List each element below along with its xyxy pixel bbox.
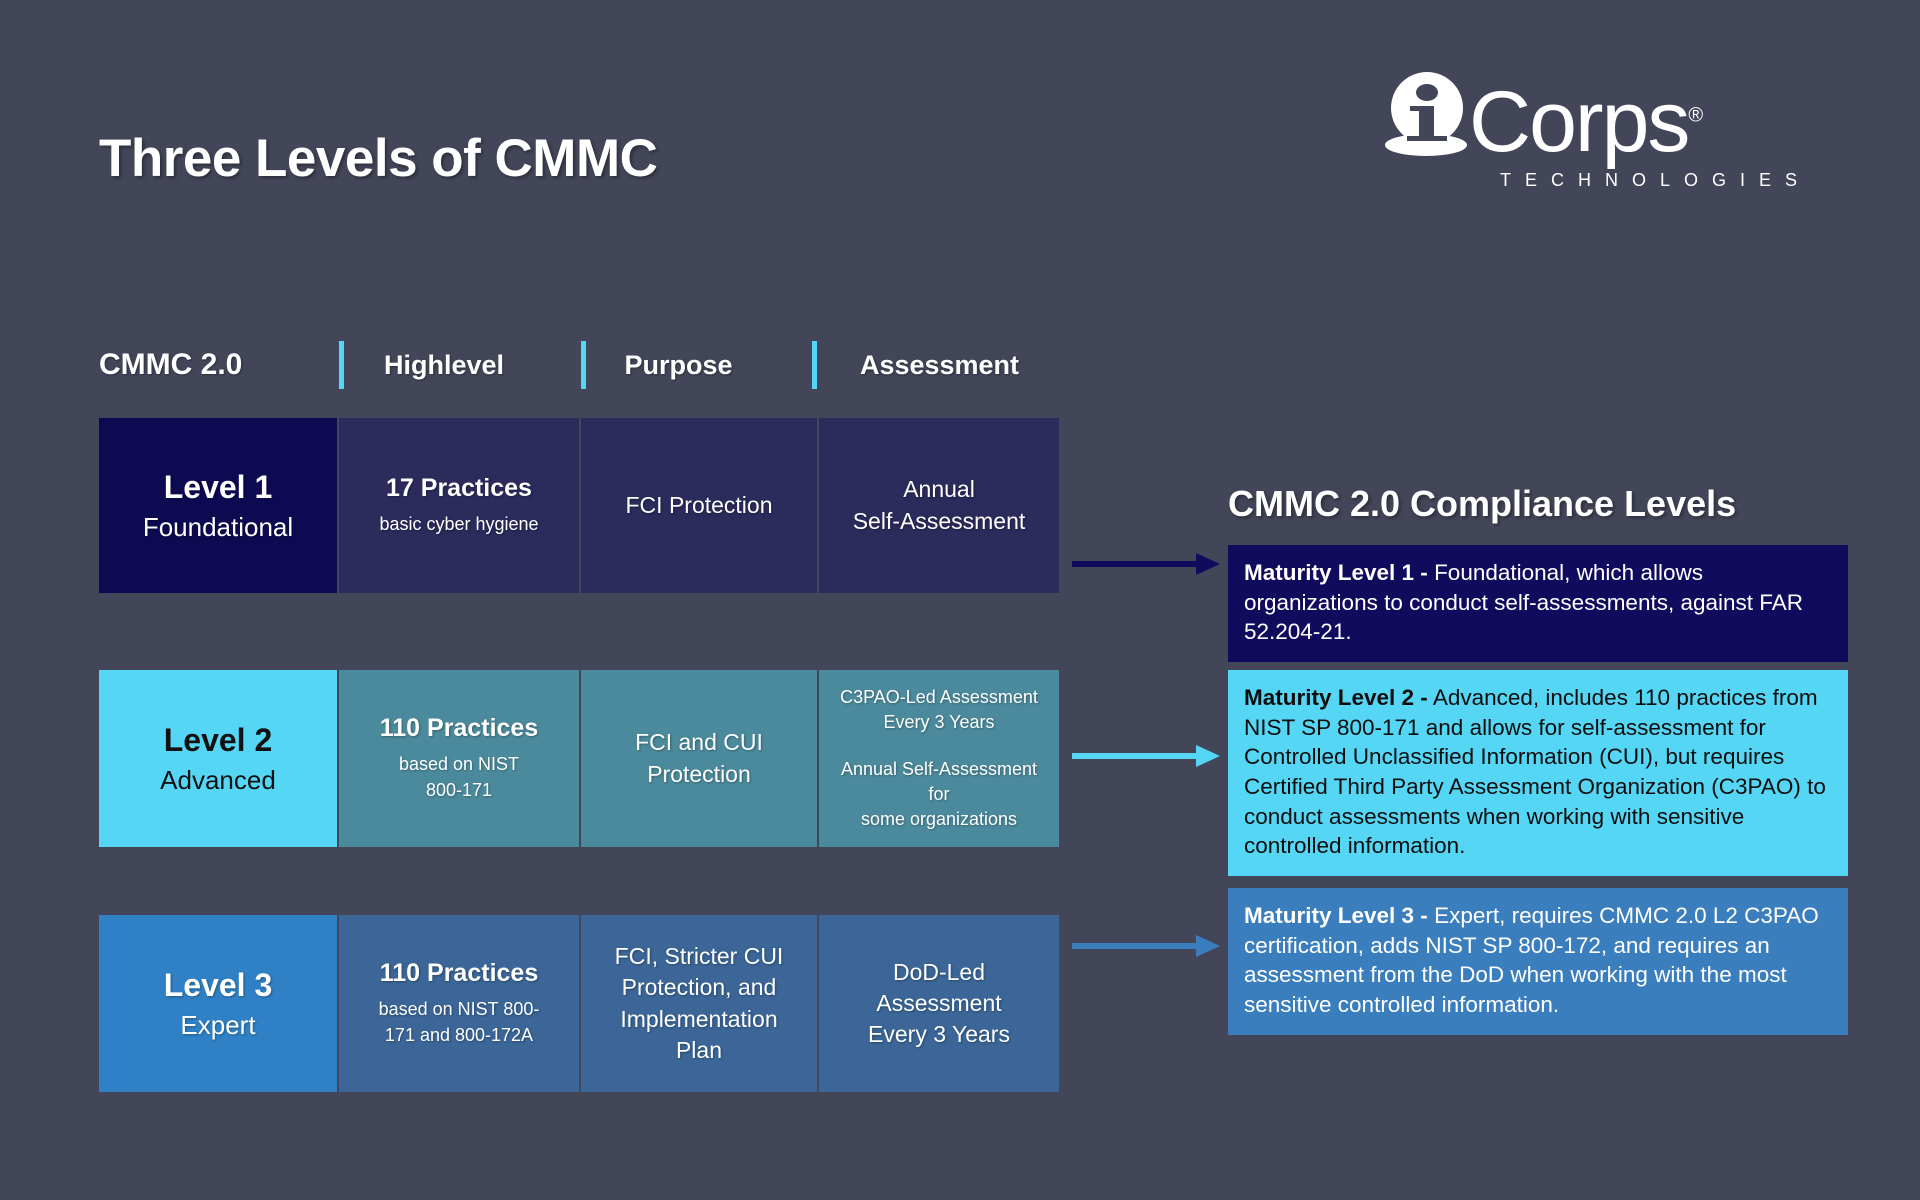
purpose-text-1: FCI Protection [625, 491, 773, 518]
maturity-level-1-heading: Maturity Level 1 - [1244, 560, 1428, 585]
level-cell-3: Level 3 Expert [99, 915, 339, 1092]
connector-arrow-1 [1072, 553, 1220, 575]
compliance-panel-title: CMMC 2.0 Compliance Levels [1228, 483, 1737, 524]
header-divider-3 [812, 341, 817, 389]
matrix-row-level-3: Level 3 Expert 110 Practices based on NI… [99, 915, 1059, 1092]
level-title-3: Level 3 [163, 966, 273, 1003]
practices-main-3: 110 Practices [379, 958, 539, 987]
maturity-level-3-body: Expert, requires CMMC 2.0 L2 C3PAO certi… [1244, 903, 1819, 1018]
practices-cell-1: 17 Practices basic cyber hygiene [339, 418, 581, 593]
level-cell-1: Level 1 Foundational [99, 418, 339, 593]
logo-tagline: TECHNOLOGIES [1499, 170, 1811, 190]
logo-wordmark: Corps® [1469, 79, 1704, 165]
level-title-1: Level 1 [163, 468, 273, 505]
level-subtitle-2: Advanced [160, 764, 276, 795]
logo-row: Corps® [1385, 62, 1815, 165]
connector-arrow-2 [1072, 745, 1220, 767]
logo-wordmark-text: Corps [1469, 73, 1690, 170]
maturity-level-3-heading: Maturity Level 3 - [1244, 903, 1428, 928]
column-header-purpose: Purpose [624, 349, 733, 380]
icorps-i-globe-icon [1385, 68, 1467, 162]
column-header-highlevel: Highlevel [383, 349, 505, 380]
practices-sub-3: based on NIST 800-171 and 800-172A [378, 998, 540, 1045]
practices-sub-1: basic cyber hygiene [379, 513, 539, 534]
matrix-column-headers: CMMC 2.0 Highlevel Purpose Assessment [99, 340, 1059, 390]
maturity-level-2-body: Advanced, includes 110 practices from NI… [1244, 685, 1826, 859]
practices-main-2: 110 Practices [379, 713, 539, 742]
icorps-logo: Corps® TECHNOLOGIES [1385, 62, 1815, 212]
maturity-level-1-box: Maturity Level 1 - Foundational, which a… [1228, 545, 1848, 663]
level-subtitle-1: Foundational [142, 511, 294, 542]
header-divider-2 [581, 341, 586, 389]
purpose-cell-1: FCI Protection [581, 418, 819, 593]
maturity-level-1-body: Foundational, which allows organizations… [1244, 560, 1804, 645]
level-title-2: Level 2 [163, 721, 273, 758]
matrix-row-level-1: Level 1 Foundational 17 Practices basic … [99, 418, 1059, 593]
practices-cell-3: 110 Practices based on NIST 800-171 and … [339, 915, 581, 1092]
page-title: Three Levels of CMMC [99, 129, 658, 188]
level-cell-2: Level 2 Advanced [99, 670, 339, 847]
maturity-level-3-box: Maturity Level 3 - Expert, requires CMMC… [1228, 888, 1848, 1035]
level-subtitle-3: Expert [180, 1009, 256, 1040]
maturity-level-2-box: Maturity Level 2 - Advanced, includes 11… [1228, 670, 1848, 877]
header-divider-1 [339, 341, 344, 389]
column-header-assessment: Assessment [859, 349, 1020, 380]
column-header-cmmc: CMMC 2.0 [99, 348, 243, 381]
connector-arrow-3 [1072, 935, 1220, 957]
matrix-row-level-2: Level 2 Advanced 110 Practices based on … [99, 670, 1059, 847]
registered-trademark-icon: ® [1688, 104, 1704, 127]
practices-main-1: 17 Practices [386, 473, 532, 502]
maturity-level-2-heading: Maturity Level 2 - [1244, 685, 1428, 710]
